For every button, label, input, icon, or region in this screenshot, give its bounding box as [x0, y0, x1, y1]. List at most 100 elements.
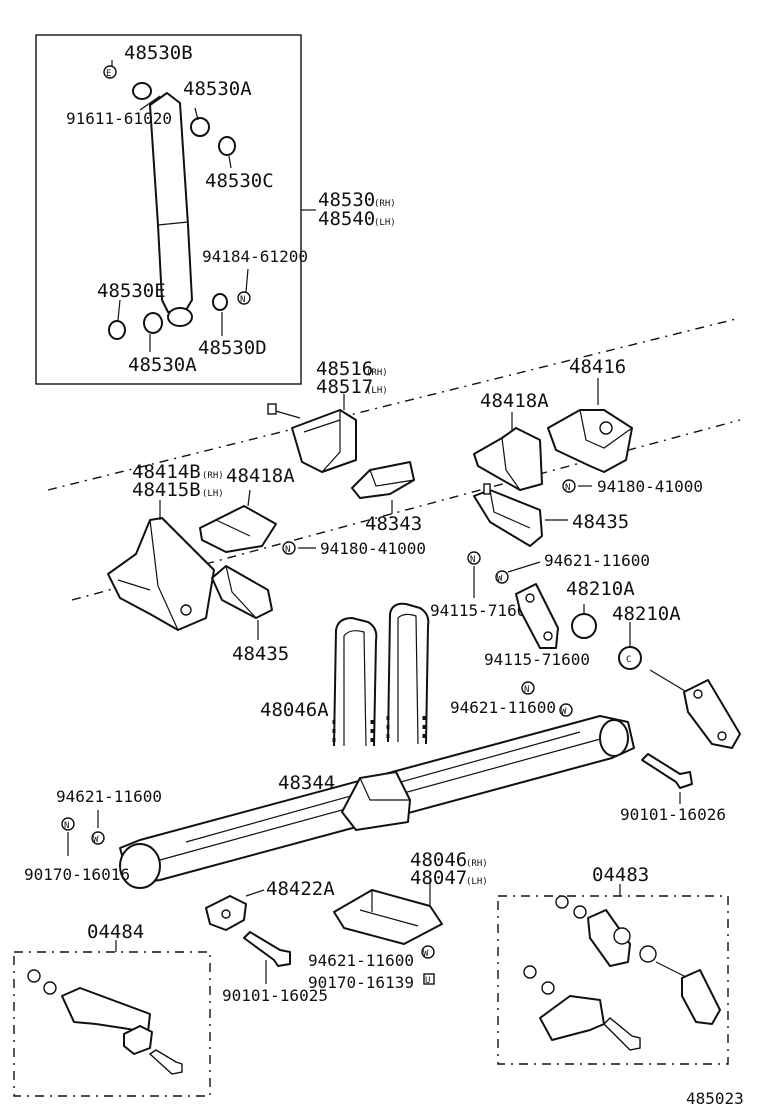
- label-48046a: 48046A: [260, 699, 329, 721]
- kit-left-bolt: [148, 1049, 183, 1075]
- nut-front-n-icon: [61, 817, 75, 831]
- washer-94621-shackle-icon: [559, 703, 573, 717]
- bushing-48530c[interactable]: [218, 136, 236, 156]
- bushing-48210a-2[interactable]: [618, 646, 642, 670]
- label-48530a-bottom: 48530A: [128, 354, 197, 376]
- washer-bottom-w-mark: W: [423, 949, 429, 959]
- label-48418a-right: 48418A: [480, 390, 549, 412]
- bushing-c-mark: C: [626, 655, 631, 665]
- label-48517: 48517: [316, 376, 373, 398]
- kit-left-washer-1: [27, 969, 41, 983]
- label-48210a-2: 48210A: [612, 603, 681, 625]
- label-48414b: 48414B: [132, 461, 201, 483]
- nut-94180-left-mark: N: [285, 545, 290, 555]
- bolt-head-48516: [267, 403, 277, 415]
- washer-94621-shackle-mark: W: [561, 707, 567, 717]
- nut-94180-right-mark: N: [565, 483, 570, 493]
- label-48210a-1: 48210A: [566, 578, 635, 600]
- u-bolt-48046a-right[interactable]: [387, 602, 430, 745]
- bolt-90101-16026[interactable]: [641, 753, 693, 789]
- leaf-spring-rear-eye: [599, 719, 629, 757]
- bumper-stopper-48343[interactable]: [351, 461, 415, 499]
- rear-hanger-group: 48416 48418A N 94180-41000 48435: [473, 356, 703, 547]
- spring-seat-48046[interactable]: [333, 889, 443, 945]
- bushing-48530d[interactable]: [212, 293, 228, 311]
- bushing-48530e[interactable]: [108, 320, 126, 340]
- washer-e-mark: E: [106, 69, 111, 79]
- kit-right-washer-1: [555, 895, 569, 909]
- label-48530: 48530: [318, 189, 375, 211]
- kit-right-bolt: [603, 1017, 641, 1051]
- kit-right-spring-eye: [539, 995, 605, 1041]
- bracket-48435-left[interactable]: [211, 565, 273, 619]
- axle-bumper-48344[interactable]: [341, 771, 411, 831]
- label-48414b-rh: (RH): [202, 471, 224, 481]
- kit-right-washer-3: [523, 965, 537, 979]
- label-48416: 48416: [569, 356, 626, 378]
- hanger-bolt-hole-icon: [180, 604, 192, 616]
- label-91611-61020: 91611-61020: [66, 109, 172, 128]
- label-48530e: 48530E: [97, 280, 166, 302]
- hanger-48414b[interactable]: [107, 517, 215, 631]
- kit-left-washer-2: [43, 981, 57, 995]
- label-94621-11600-shackle-bottom: 94621-11600: [450, 698, 556, 717]
- label-48047-lh: (LH): [466, 877, 488, 887]
- front-hanger-group: 48414B (RH) 48415B (LH) 48418A N 94180-4…: [107, 461, 426, 665]
- label-94180-41000-right: 94180-41000: [597, 477, 703, 496]
- label-94621-11600-bottom: 94621-11600: [308, 951, 414, 970]
- bolt-90101-16025[interactable]: [243, 931, 291, 967]
- label-48418a-left: 48418A: [226, 465, 295, 487]
- label-48415b: 48415B: [132, 479, 201, 501]
- label-48435-right: 48435: [572, 511, 629, 533]
- washer-94621-top-mark: W: [497, 574, 503, 584]
- label-90101-16026: 90101-16026: [620, 805, 726, 824]
- nut-94115-mid-icon: [521, 681, 535, 695]
- plate-48418a-left[interactable]: [199, 505, 277, 553]
- label-94184-61200: 94184-61200: [202, 247, 308, 266]
- kit-right-shackle-2: [681, 969, 721, 1025]
- bushing-48530b[interactable]: [132, 82, 152, 100]
- label-48530d: 48530D: [198, 337, 267, 359]
- label-04484: 04484: [87, 921, 144, 943]
- label-94621-11600-top: 94621-11600: [544, 551, 650, 570]
- nut-94115-top-icon: [467, 551, 481, 565]
- kit-04483-group: 04483: [497, 864, 729, 1065]
- mid-brackets-group: 48516 (RH) 48517 (LH) 48343: [267, 358, 422, 535]
- label-48516-rh: (RH): [366, 368, 388, 378]
- nut-u-icon: [423, 973, 435, 985]
- bushing-48210a-1[interactable]: [571, 613, 597, 639]
- washer-front-w-mark: W: [93, 835, 99, 845]
- label-04483: 04483: [592, 864, 649, 886]
- shock-absorber[interactable]: [149, 92, 193, 313]
- bushing-48530a-top[interactable]: [190, 117, 210, 137]
- kit-left-bushing: [123, 1025, 153, 1055]
- u-bolt-48046a-left[interactable]: [333, 617, 378, 747]
- nut-n-mark: N: [240, 295, 245, 305]
- figure-id: 485023: [686, 1089, 744, 1108]
- bushing-422a-hole: [221, 909, 231, 919]
- label-90101-16025: 90101-16025: [222, 986, 328, 1005]
- shackle-hole-2: [543, 631, 553, 641]
- label-48540: 48540: [318, 208, 375, 230]
- plate-48418a-right[interactable]: [473, 427, 543, 491]
- bracket-48516[interactable]: [291, 409, 357, 473]
- shackle-plate-right[interactable]: [683, 679, 741, 749]
- label-48344: 48344: [278, 772, 335, 794]
- label-48047: 48047: [410, 867, 467, 889]
- label-48540-lh: (LH): [374, 218, 396, 228]
- washer-94621-top-icon: [495, 570, 509, 584]
- label-90170-16016: 90170-16016: [24, 865, 130, 884]
- kit-right-washer-2: [573, 905, 587, 919]
- nut-u-mark: U: [425, 976, 430, 986]
- bushing-48530a-bottom[interactable]: [143, 312, 163, 334]
- hanger-48416[interactable]: [547, 409, 633, 473]
- nut-n-icon: [237, 291, 251, 305]
- shackle-right-hole-2: [717, 731, 727, 741]
- label-48046-rh: (RH): [466, 859, 488, 869]
- label-94115-71600-top: 94115-71600: [430, 601, 536, 620]
- label-94621-11600-front: 94621-11600: [56, 787, 162, 806]
- shock-lower-eye: [167, 307, 193, 327]
- washer-bottom-w-icon: [421, 945, 435, 959]
- kit-left-spring-eye: [61, 987, 151, 1033]
